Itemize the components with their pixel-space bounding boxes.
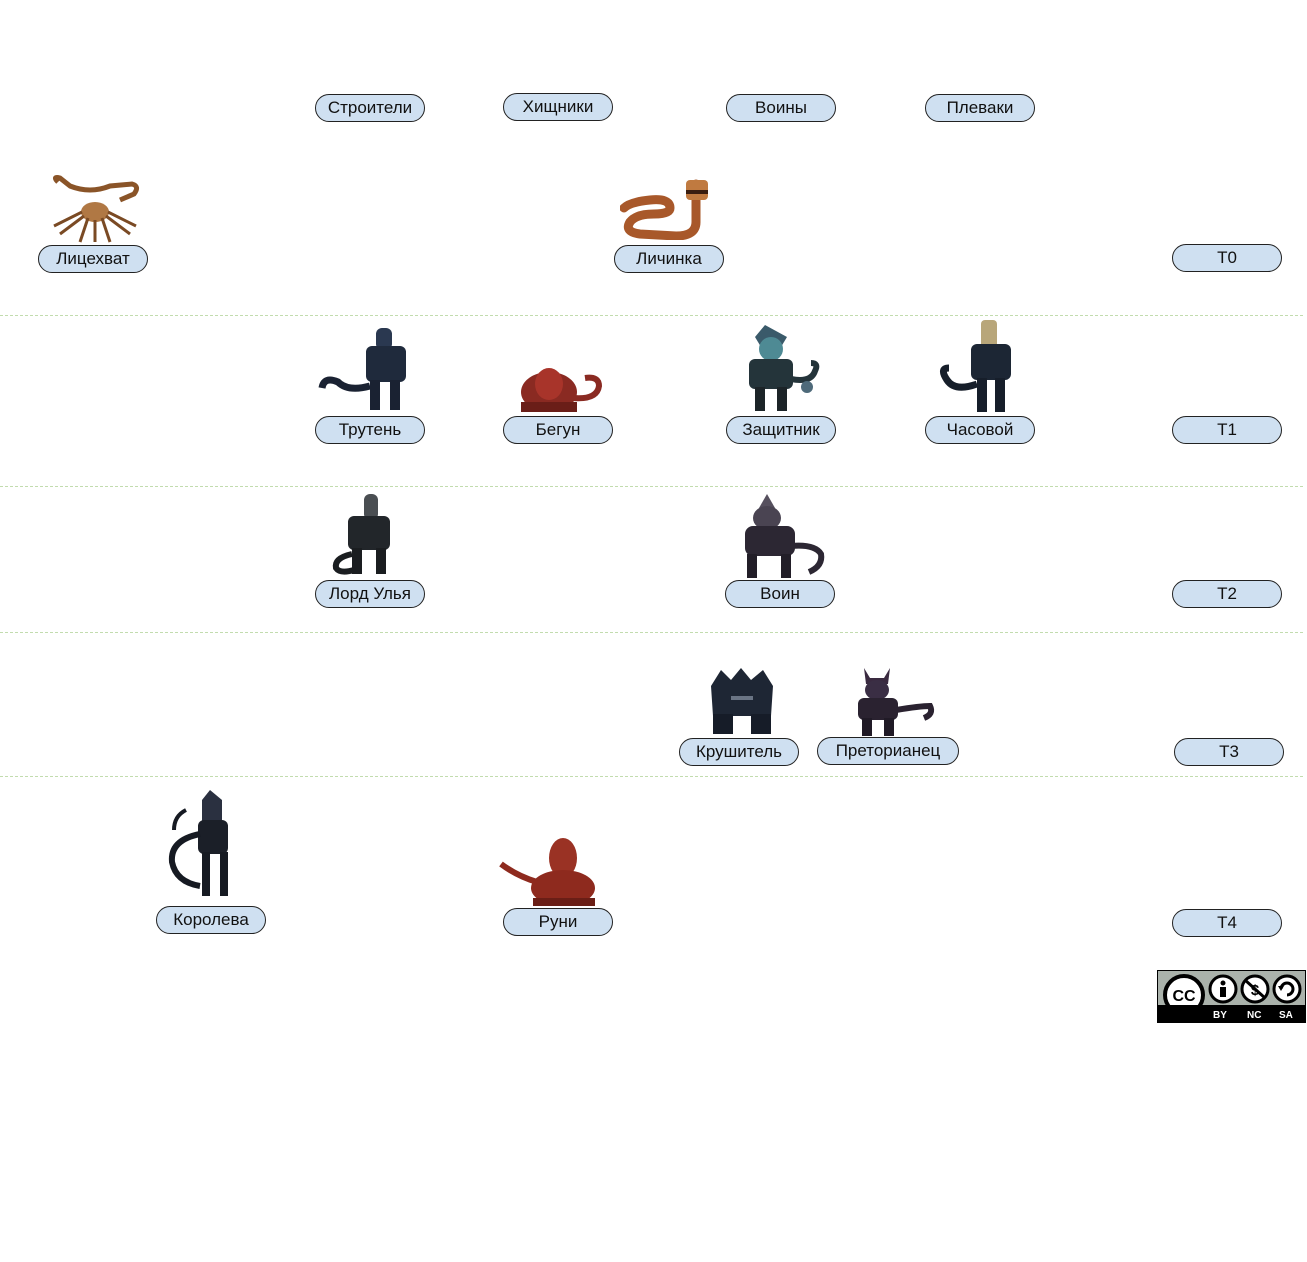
tier-label-t4: T4 bbox=[1172, 909, 1282, 937]
column-header-spitters: Плеваки bbox=[925, 94, 1035, 122]
tier-separator bbox=[0, 486, 1303, 487]
caste-defender: Защитник bbox=[726, 416, 836, 444]
cc-icon: CC bbox=[1163, 974, 1205, 1016]
runner-sprite-icon bbox=[521, 368, 603, 412]
tier-separator bbox=[0, 632, 1303, 633]
tier-label-t0: T0 bbox=[1172, 244, 1282, 272]
warrior-sprite-icon bbox=[745, 494, 825, 578]
hivelord-sprite-icon bbox=[332, 494, 390, 575]
facehugger-sprite-icon bbox=[52, 175, 140, 243]
column-header-warriors: Воины bbox=[726, 94, 836, 122]
caste-queen: Королева bbox=[156, 906, 266, 934]
tier-label-t3: T3 bbox=[1174, 738, 1284, 766]
caste-larva: Личинка bbox=[614, 245, 724, 273]
svg-text:CC: CC bbox=[1172, 988, 1196, 1005]
caste-praetorian: Преторианец bbox=[817, 737, 959, 765]
tier-separator bbox=[0, 776, 1303, 777]
caste-sentinel: Часовой bbox=[925, 416, 1035, 444]
caste-warrior: Воин bbox=[725, 580, 835, 608]
defender-sprite-icon bbox=[749, 325, 820, 411]
drone-sprite-icon bbox=[318, 328, 406, 410]
cc-license-badge: CC $ BY NC SA bbox=[1157, 970, 1306, 1023]
queen-sprite-icon bbox=[168, 790, 228, 896]
by-attribution-icon bbox=[1208, 974, 1238, 1004]
caste-facehugger: Лицехват bbox=[38, 245, 148, 273]
caste-crusher: Крушитель bbox=[679, 738, 799, 766]
column-header-builders: Строители bbox=[315, 94, 425, 122]
tier-label-t1: T1 bbox=[1172, 416, 1282, 444]
column-header-hunters: Хищники bbox=[503, 93, 613, 121]
caste-drone: Трутень bbox=[315, 416, 425, 444]
license-nc-label: NC bbox=[1247, 1010, 1262, 1021]
license-sa-label: SA bbox=[1279, 1010, 1293, 1021]
praetorian-sprite-icon bbox=[858, 668, 935, 736]
sentinel-sprite-icon bbox=[940, 320, 1011, 412]
caste-hivelord: Лорд Улья bbox=[315, 580, 425, 608]
ravager-sprite-icon bbox=[499, 838, 595, 906]
caste-ravager: Руни bbox=[503, 908, 613, 936]
license-by-label: BY bbox=[1213, 1010, 1227, 1021]
larva-sprite-icon bbox=[620, 179, 708, 240]
caste-runner: Бегун bbox=[503, 416, 613, 444]
nc-noncommercial-icon: $ bbox=[1240, 974, 1270, 1004]
sa-sharealike-icon bbox=[1272, 974, 1302, 1004]
tier-label-t2: T2 bbox=[1172, 580, 1282, 608]
crusher-sprite-icon bbox=[711, 668, 773, 734]
tier-separator bbox=[0, 315, 1303, 316]
